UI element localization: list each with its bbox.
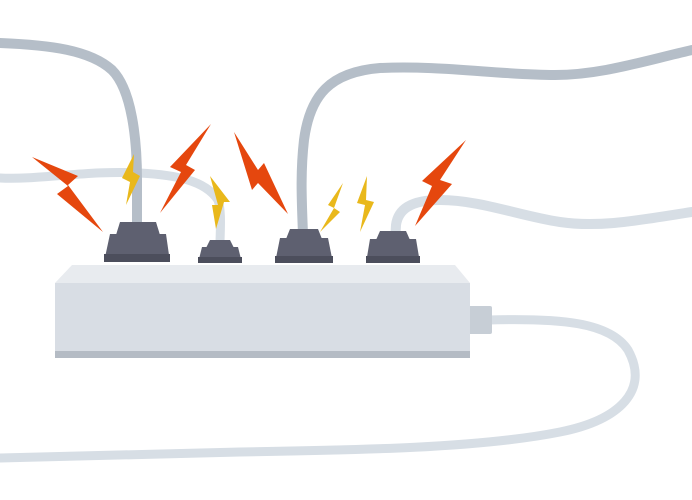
yellow-sparks	[122, 154, 374, 232]
plug-3	[275, 229, 333, 263]
plug-2	[198, 240, 242, 263]
red-spark-center	[234, 132, 288, 214]
yellow-spark-3	[320, 183, 343, 232]
plugs	[104, 222, 420, 263]
red-spark-right	[415, 140, 466, 226]
plug-4	[366, 231, 420, 263]
cable-left-horizontal	[0, 167, 225, 249]
cables-light	[0, 167, 692, 463]
strip-bottom-shadow	[55, 351, 470, 358]
red-spark-left	[32, 157, 103, 232]
strip-front-face	[55, 283, 470, 351]
power-strip	[55, 265, 470, 358]
red-sparks	[32, 124, 466, 232]
yellow-spark-1	[122, 154, 140, 205]
plug-1	[104, 222, 170, 262]
cable-right-lower	[390, 194, 692, 247]
cable-left-top	[0, 38, 142, 230]
power-cord	[0, 315, 640, 463]
strip-top-face	[55, 265, 470, 283]
cord-connector	[468, 306, 492, 334]
cables-dark	[0, 38, 692, 240]
cable-right-top	[296, 45, 692, 240]
yellow-spark-4	[357, 176, 374, 232]
red-spark-center-left	[160, 124, 211, 213]
yellow-spark-2	[210, 176, 230, 229]
